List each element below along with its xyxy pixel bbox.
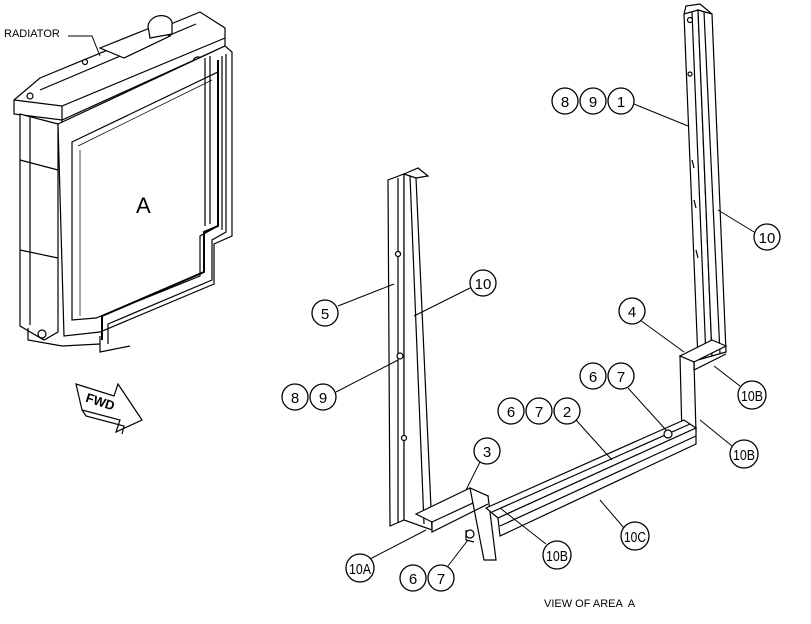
callout-6-lower: 6	[409, 571, 417, 588]
lower-left-bracket	[414, 486, 497, 561]
radiator-label: RADIATOR	[4, 28, 60, 40]
callout-10c-label: 10C	[624, 529, 646, 546]
callout-1: 1	[617, 94, 625, 111]
callout-4: 4	[618, 297, 685, 353]
callout-6-mid: 6	[507, 404, 515, 421]
callout-10-mid-label: 10	[475, 276, 492, 293]
callout-10b-low-label: 10B	[546, 548, 568, 565]
callout-2: 2	[563, 404, 571, 421]
callout-10a-label: 10A	[349, 561, 371, 578]
upper-right-bracket	[678, 339, 728, 437]
callout-6-upper: 6	[589, 369, 597, 386]
view-caption: VIEW OF AREA A	[544, 598, 636, 610]
callout-10b-mid: 10B	[699, 419, 759, 469]
callout-7-lower: 7	[437, 571, 445, 588]
callout-6-7-lower: 6 7	[399, 539, 469, 592]
callout-7-upper: 7	[617, 369, 625, 386]
callout-10b-top-label: 10B	[741, 388, 763, 405]
callout-8-left: 8	[291, 390, 299, 407]
area-a-label: A	[136, 193, 151, 218]
diagonal-channel	[465, 419, 698, 543]
right-vertical-channel	[683, 3, 727, 361]
callout-9-left: 9	[319, 390, 327, 407]
callout-3: 3	[465, 437, 501, 491]
callout-5: 5	[311, 283, 395, 327]
callout-8-9-1: 8 9 1	[551, 87, 689, 127]
fwd-arrow: FWD	[75, 382, 143, 435]
callout-5-label: 5	[321, 306, 329, 323]
left-vertical-channel	[387, 167, 433, 531]
callout-8-9-left: 8 9	[281, 359, 399, 411]
callout-4-label: 4	[628, 304, 636, 321]
callout-10b-low: 10B	[499, 507, 572, 570]
callout-8: 8	[561, 94, 569, 111]
callout-6-7-2: 6 7 2	[497, 397, 613, 461]
callout-10b-mid-label: 10B	[733, 447, 755, 464]
callout-9: 9	[589, 94, 597, 111]
callout-10-right: 10	[717, 209, 781, 251]
callout-10b-top: 10B	[713, 365, 767, 410]
callout-10-mid: 10	[413, 269, 497, 317]
callout-6-7-upper: 6 7	[579, 362, 667, 431]
callout-10c: 10C	[599, 499, 650, 551]
callout-3-label: 3	[483, 444, 491, 461]
radiator-drawing	[13, 11, 233, 353]
callout-10-right-label: 10	[759, 230, 776, 247]
callout-7-mid: 7	[535, 404, 543, 421]
callout-10a: 10A	[345, 529, 427, 583]
